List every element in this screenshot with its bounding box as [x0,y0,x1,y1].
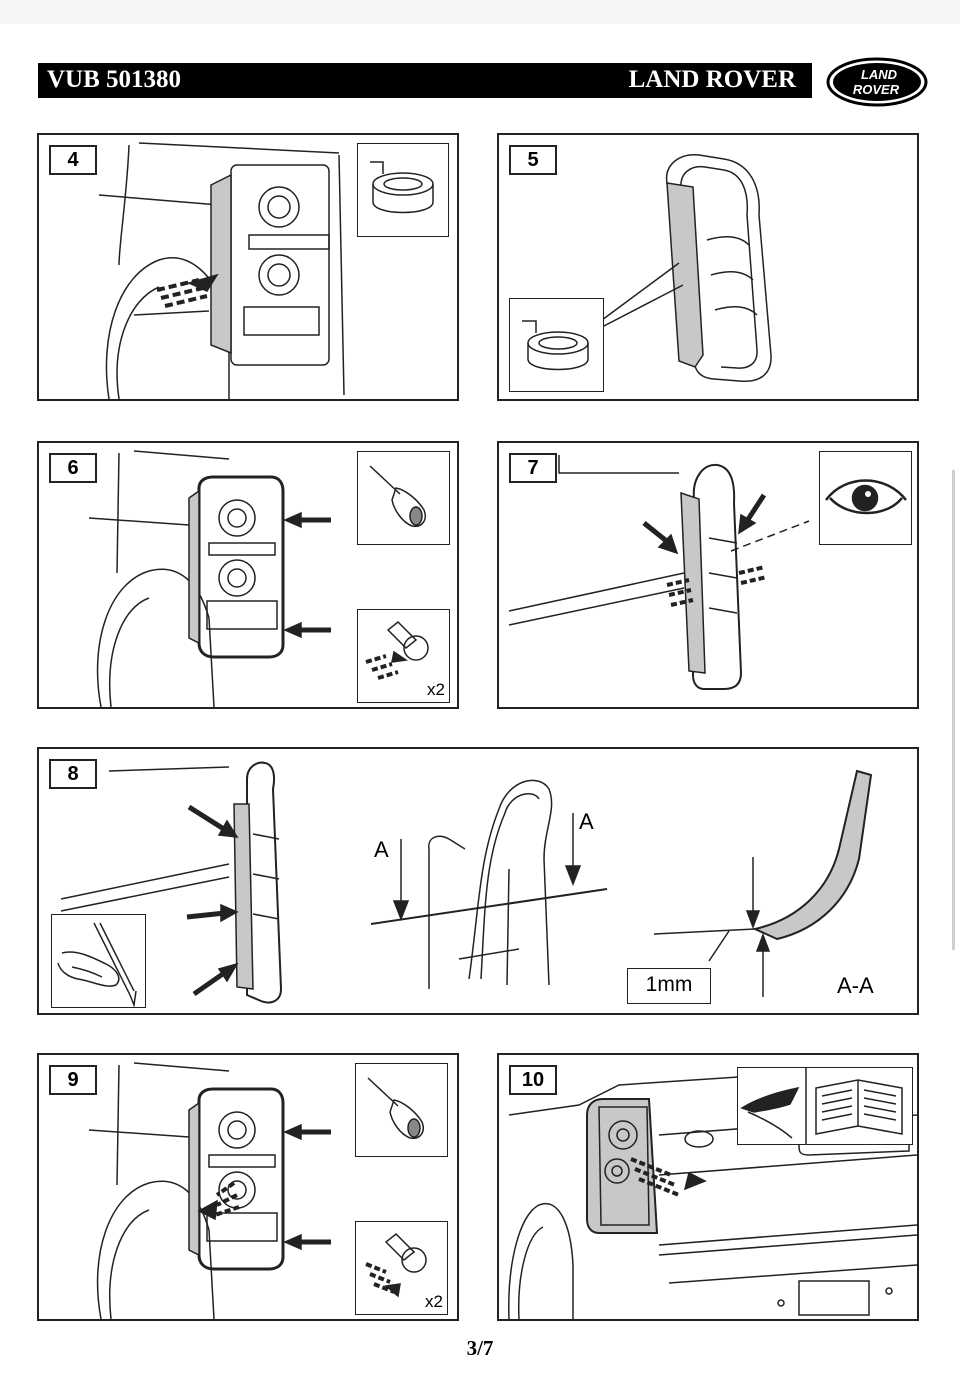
dimension-label: 1mm [627,968,711,1004]
document-code: VUB 501380 [47,66,182,93]
step-4-illustration [98,142,345,399]
adhesive-tape-inset [357,143,449,237]
step-7-number: 7 [509,453,557,483]
screwdriver-icon [369,465,426,528]
step-9-panel: 9 x2 [37,1053,459,1321]
torx-driver-inset [355,1063,448,1157]
step-6-illustration [88,450,331,707]
eye-icon [824,479,907,515]
step-8-illustration [60,761,873,1004]
torx-driver-inset [357,451,450,545]
step-7-panel: 7 [497,441,919,709]
document-header: VUB 501380 LAND ROVER [38,63,812,98]
marking-pen-inset [51,914,146,1008]
step-6-panel: 6 x2 [37,441,459,709]
screwdriver-icon [367,1077,424,1140]
scrollbar[interactable] [952,470,955,950]
step-5-illustration [601,154,772,383]
section-label-right: A [579,809,594,834]
bolt-quantity: x2 [425,1292,443,1311]
step-7-illustration [508,455,810,690]
land-rover-logo: LAND ROVER [826,57,928,107]
step-5-panel: 5 [497,133,919,401]
step-10-panel: 10 [497,1053,919,1321]
step-8-panel: 8 A A 1mm A-A [37,747,919,1015]
step-9-number: 9 [49,1065,97,1095]
step-4-number: 4 [49,145,97,175]
warning-book-icons [740,1068,903,1144]
visual-check-inset [819,451,912,545]
step-8-number: 8 [49,759,97,789]
step-9-illustration [88,1062,331,1319]
section-label-left: A [374,837,389,862]
section-view-label: A-A [837,973,874,998]
step-10-number: 10 [509,1065,557,1095]
svg-text:LAND: LAND [861,67,898,82]
svg-text:ROVER: ROVER [853,82,900,97]
tape-roll-icon [522,320,589,371]
step-10-illustration [508,1072,917,1319]
status-bar [0,0,960,24]
bolt-icon [365,620,429,680]
reference-icons-inset [737,1067,913,1145]
brand-name: LAND ROVER [628,66,796,93]
page-number: 3/7 [466,1336,494,1360]
bolt-inset: x2 [355,1221,448,1315]
bolt-icon [365,1232,427,1298]
step-6-number: 6 [49,453,97,483]
bolt-inset: x2 [357,609,450,703]
pen-hand-icon [57,922,137,1007]
step-4-panel: 4 [37,133,459,401]
step-5-number: 5 [509,145,557,175]
bolt-quantity: x2 [427,680,445,699]
adhesive-tape-inset [509,298,604,392]
tape-roll-icon [370,161,434,214]
